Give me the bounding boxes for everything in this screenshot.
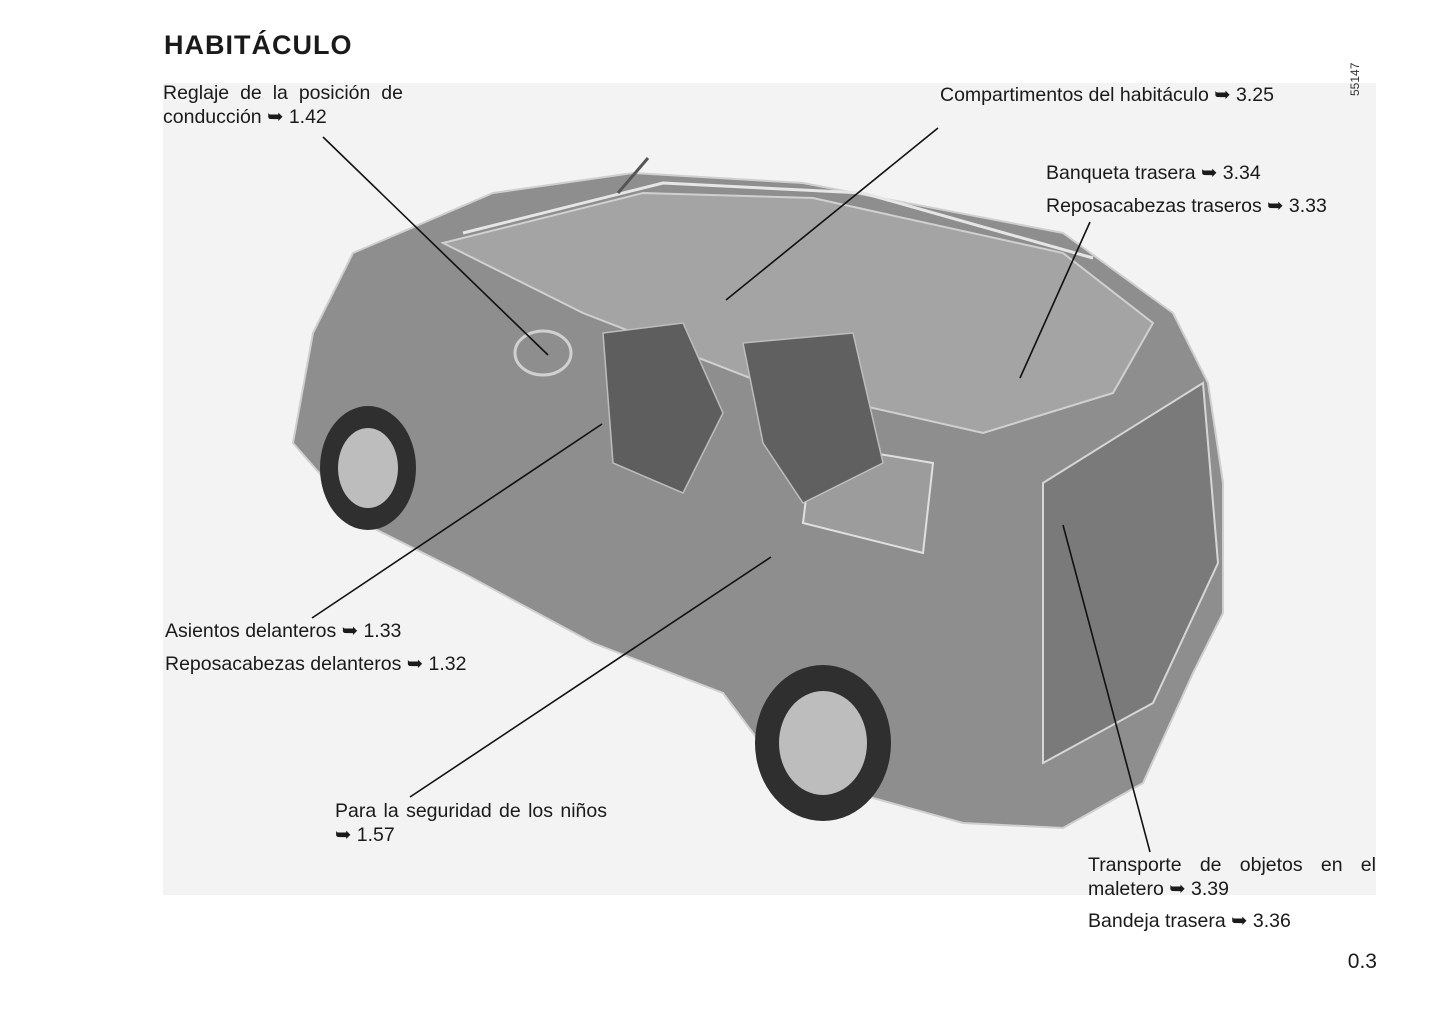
label-compartments: Compartimentos del habitáculo ➥ 3.25 [940,84,1274,106]
front-wheel [320,406,416,530]
leader-boot-transport [1062,524,1151,853]
leader-child-safety [409,556,772,798]
label-rear-headrests: Reposacabezas traseros ➥ 3.33 [1046,195,1327,217]
page-number: 0.3 [1347,950,1377,973]
vehicle-interior-illustration [163,83,1376,895]
figure-id: 55147 [1348,62,1362,96]
label-rear-bench: Banqueta trasera ➥ 3.34 [1046,162,1261,184]
label-rear-shelf: Bandeja trasera ➥ 3.36 [1088,910,1291,932]
leader-compartments [725,127,939,301]
rear-seat [742,332,884,504]
page-title: HABITÁCULO [164,30,353,60]
label-child-safety: Para la seguridad de los niños ➥ 1.57 [335,800,607,846]
leader-rear-headrests [1019,221,1091,379]
label-front-headrests: Reposacabezas delanteros ➥ 1.32 [165,653,467,675]
label-boot-transport: Transporte de objetos en el maletero ➥ 3… [1088,854,1376,900]
antenna [616,157,650,194]
label-front-seats: Asientos delanteros ➥ 1.33 [165,620,402,642]
leader-driving-position [322,136,549,356]
label-driving-position: Reglaje de la posición de conducción ➥ 1… [163,82,403,128]
front-seat [602,322,724,494]
rear-wheel [755,665,891,821]
leader-front-seats [311,423,603,619]
roof-rail [462,181,1094,260]
vehicle-drawing [291,157,1224,830]
rear-tailgate [1042,381,1220,765]
